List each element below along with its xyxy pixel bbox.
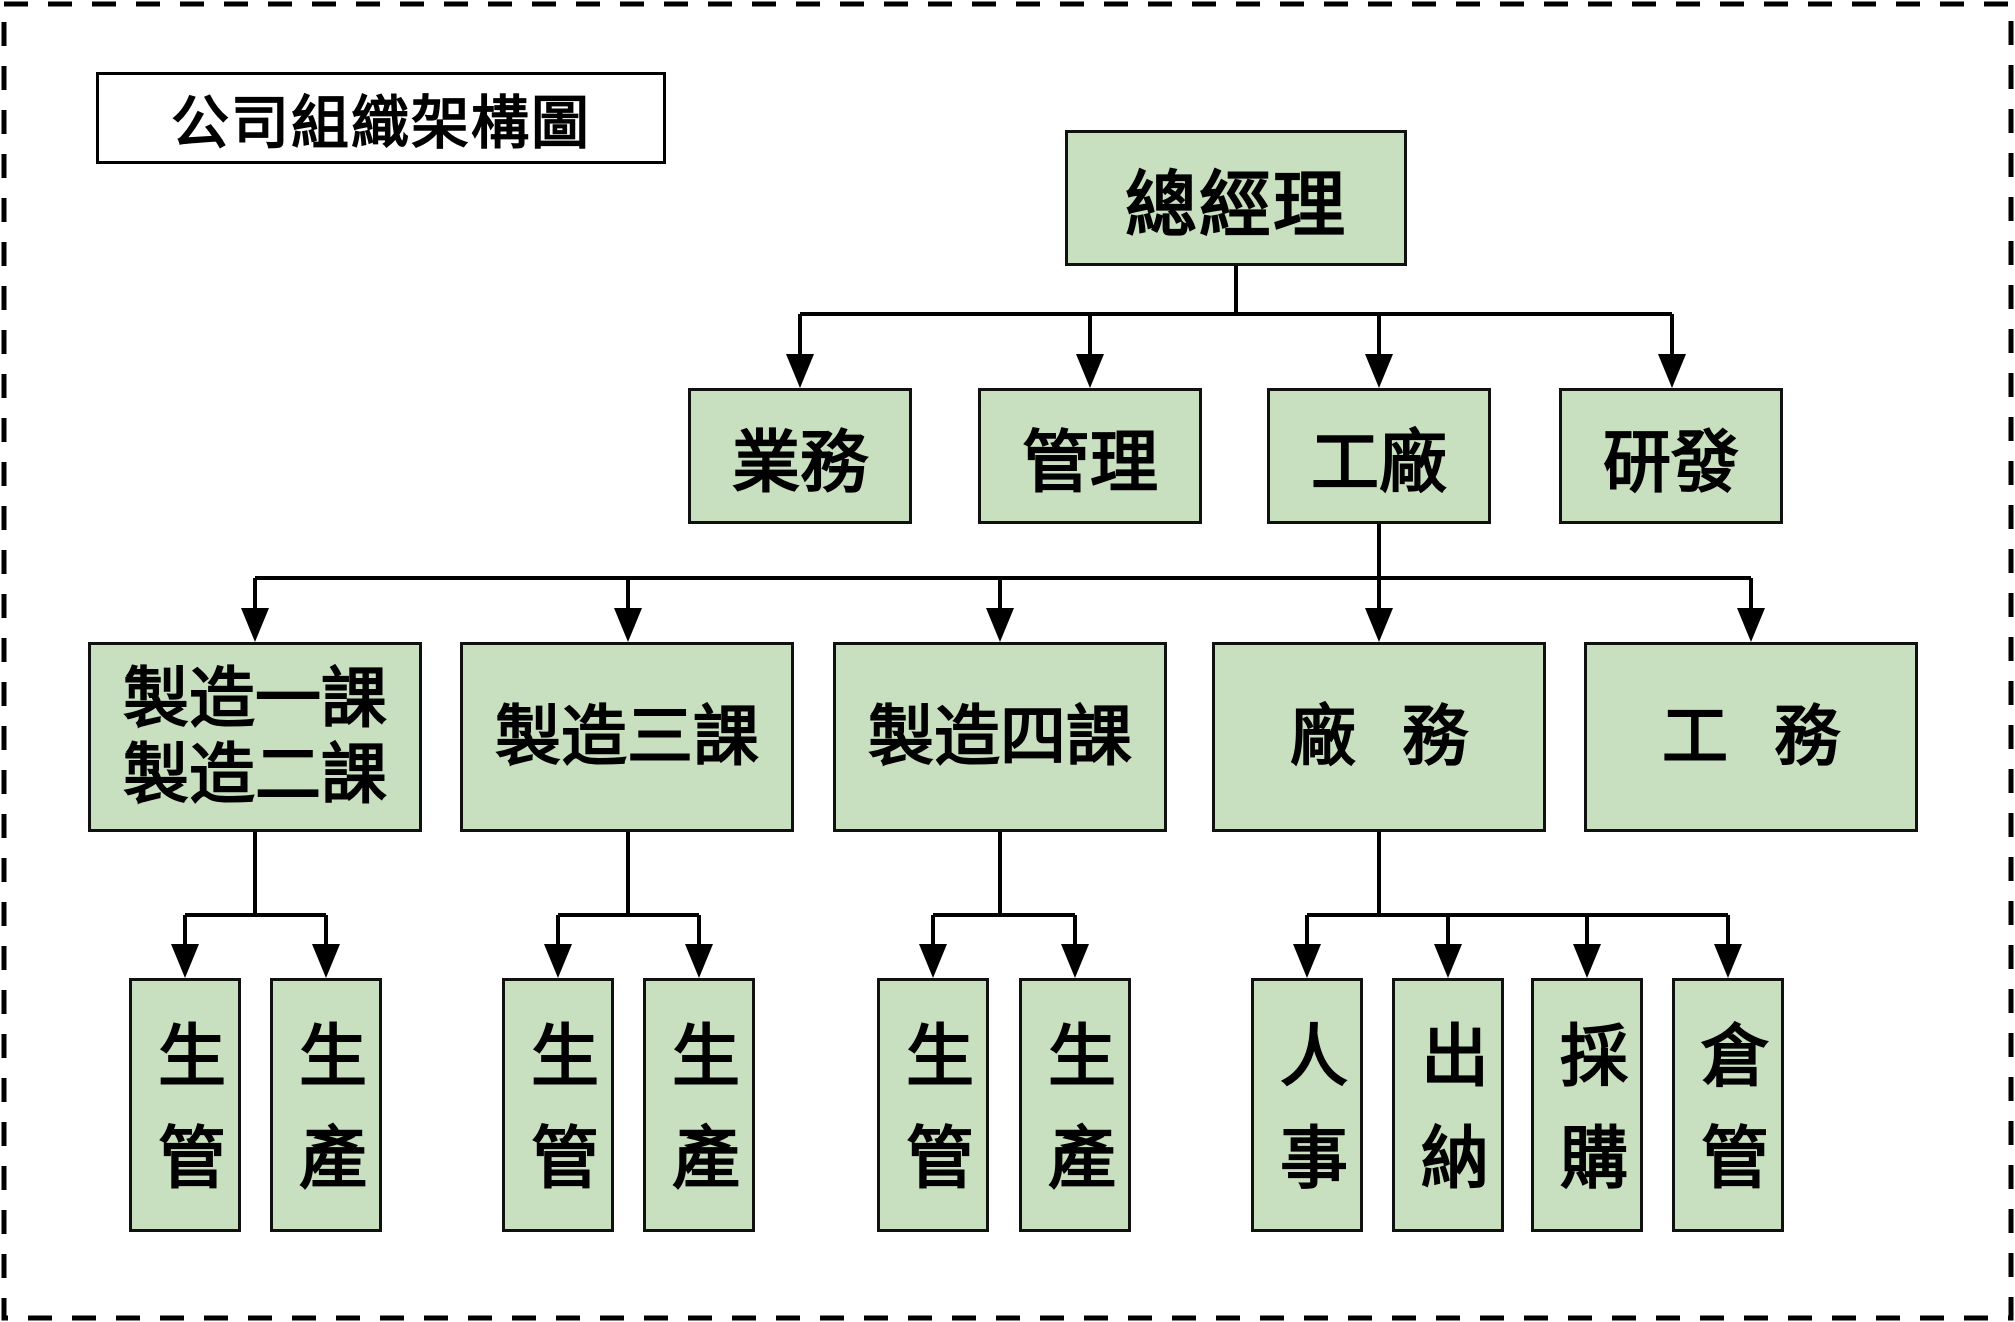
arrow-head [1434, 944, 1462, 978]
node-mfg3-production: 生產 [643, 978, 755, 1232]
node-cashier: 出納 [1392, 978, 1504, 1232]
node-personnel: 人事 [1251, 978, 1363, 1232]
arrow-head [614, 608, 642, 642]
node-mfg4-production-control: 生管 [877, 978, 989, 1232]
node-mfg-3: 製造三課 [460, 642, 794, 832]
arrow-head [685, 944, 713, 978]
node-mfg12-production-control: 生管 [129, 978, 241, 1232]
arrow-head [1737, 608, 1765, 642]
arrow-head [919, 944, 947, 978]
arrow-head [171, 944, 199, 978]
node-mfg-1-2: 製造一課 製造二課 [88, 642, 422, 832]
node-mfg-4: 製造四課 [833, 642, 1167, 832]
arrow-head [1714, 944, 1742, 978]
node-mfg12-production: 生產 [270, 978, 382, 1232]
arrow-head [1658, 354, 1686, 388]
arrow-head [1573, 944, 1601, 978]
node-sales: 業務 [688, 388, 912, 524]
node-mfg4-production: 生產 [1019, 978, 1131, 1232]
node-warehouse: 倉管 [1672, 978, 1784, 1232]
arrow-head [1061, 944, 1089, 978]
node-plant-affairs: 廠 務 [1212, 642, 1546, 832]
arrow-head [544, 944, 572, 978]
arrow-head [786, 354, 814, 388]
node-purchasing: 採購 [1531, 978, 1643, 1232]
node-general-manager: 總經理 [1065, 130, 1407, 266]
arrow-head [1076, 354, 1104, 388]
arrow-head [1365, 354, 1393, 388]
chart-title: 公司組織架構圖 [96, 72, 666, 164]
node-engineering: 工 務 [1584, 642, 1918, 832]
node-management: 管理 [978, 388, 1202, 524]
arrow-head [1365, 608, 1393, 642]
arrow-head [241, 608, 269, 642]
arrow-head [986, 608, 1014, 642]
node-factory: 工廠 [1267, 388, 1491, 524]
node-mfg3-production-control: 生管 [502, 978, 614, 1232]
arrow-head [1293, 944, 1321, 978]
arrow-head [312, 944, 340, 978]
node-rnd: 研發 [1559, 388, 1783, 524]
